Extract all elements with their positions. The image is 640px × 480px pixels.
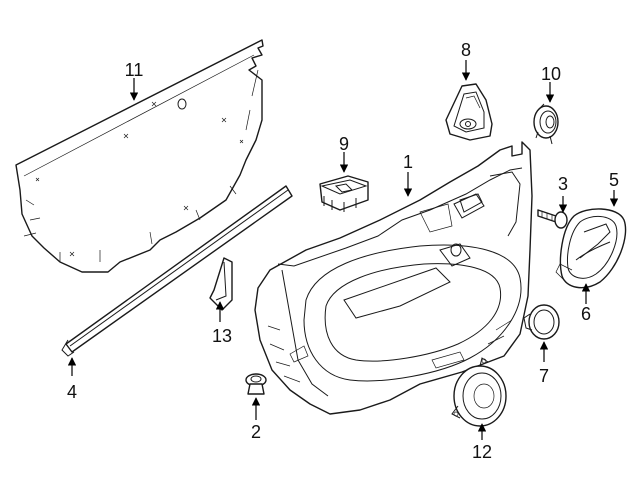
callout-9: 9	[339, 134, 349, 154]
callout-10: 10	[541, 64, 561, 84]
callout-11: 11	[125, 60, 144, 80]
part-11-water-shield	[15, 39, 264, 273]
part-1-door-trim-panel	[254, 141, 533, 415]
part-7-handle-cover	[523, 304, 560, 340]
leader-lines	[67, 60, 619, 440]
callout-labels: 1 2 3 4 5 6 7 8 9 10 11 12 13	[67, 40, 619, 462]
part-4-weatherstrip	[61, 185, 293, 357]
part-2-clip	[245, 373, 267, 395]
callout-2: 2	[251, 422, 261, 442]
callout-3: 3	[558, 174, 568, 194]
callout-12: 12	[472, 442, 492, 462]
part-3-screw	[537, 209, 568, 229]
part-10-tweeter	[533, 103, 559, 145]
callout-6: 6	[581, 304, 591, 324]
callout-1: 1	[403, 152, 413, 172]
part-9-window-switch	[319, 175, 369, 212]
callout-4: 4	[67, 382, 77, 402]
callout-13: 13	[212, 326, 232, 346]
part-8-mirror-trim	[445, 83, 493, 141]
part-13-bracket	[209, 257, 233, 311]
part-5-6-inside-handle	[555, 208, 627, 289]
callout-8: 8	[461, 40, 471, 60]
callout-7: 7	[539, 366, 549, 386]
callout-5: 5	[609, 170, 619, 190]
